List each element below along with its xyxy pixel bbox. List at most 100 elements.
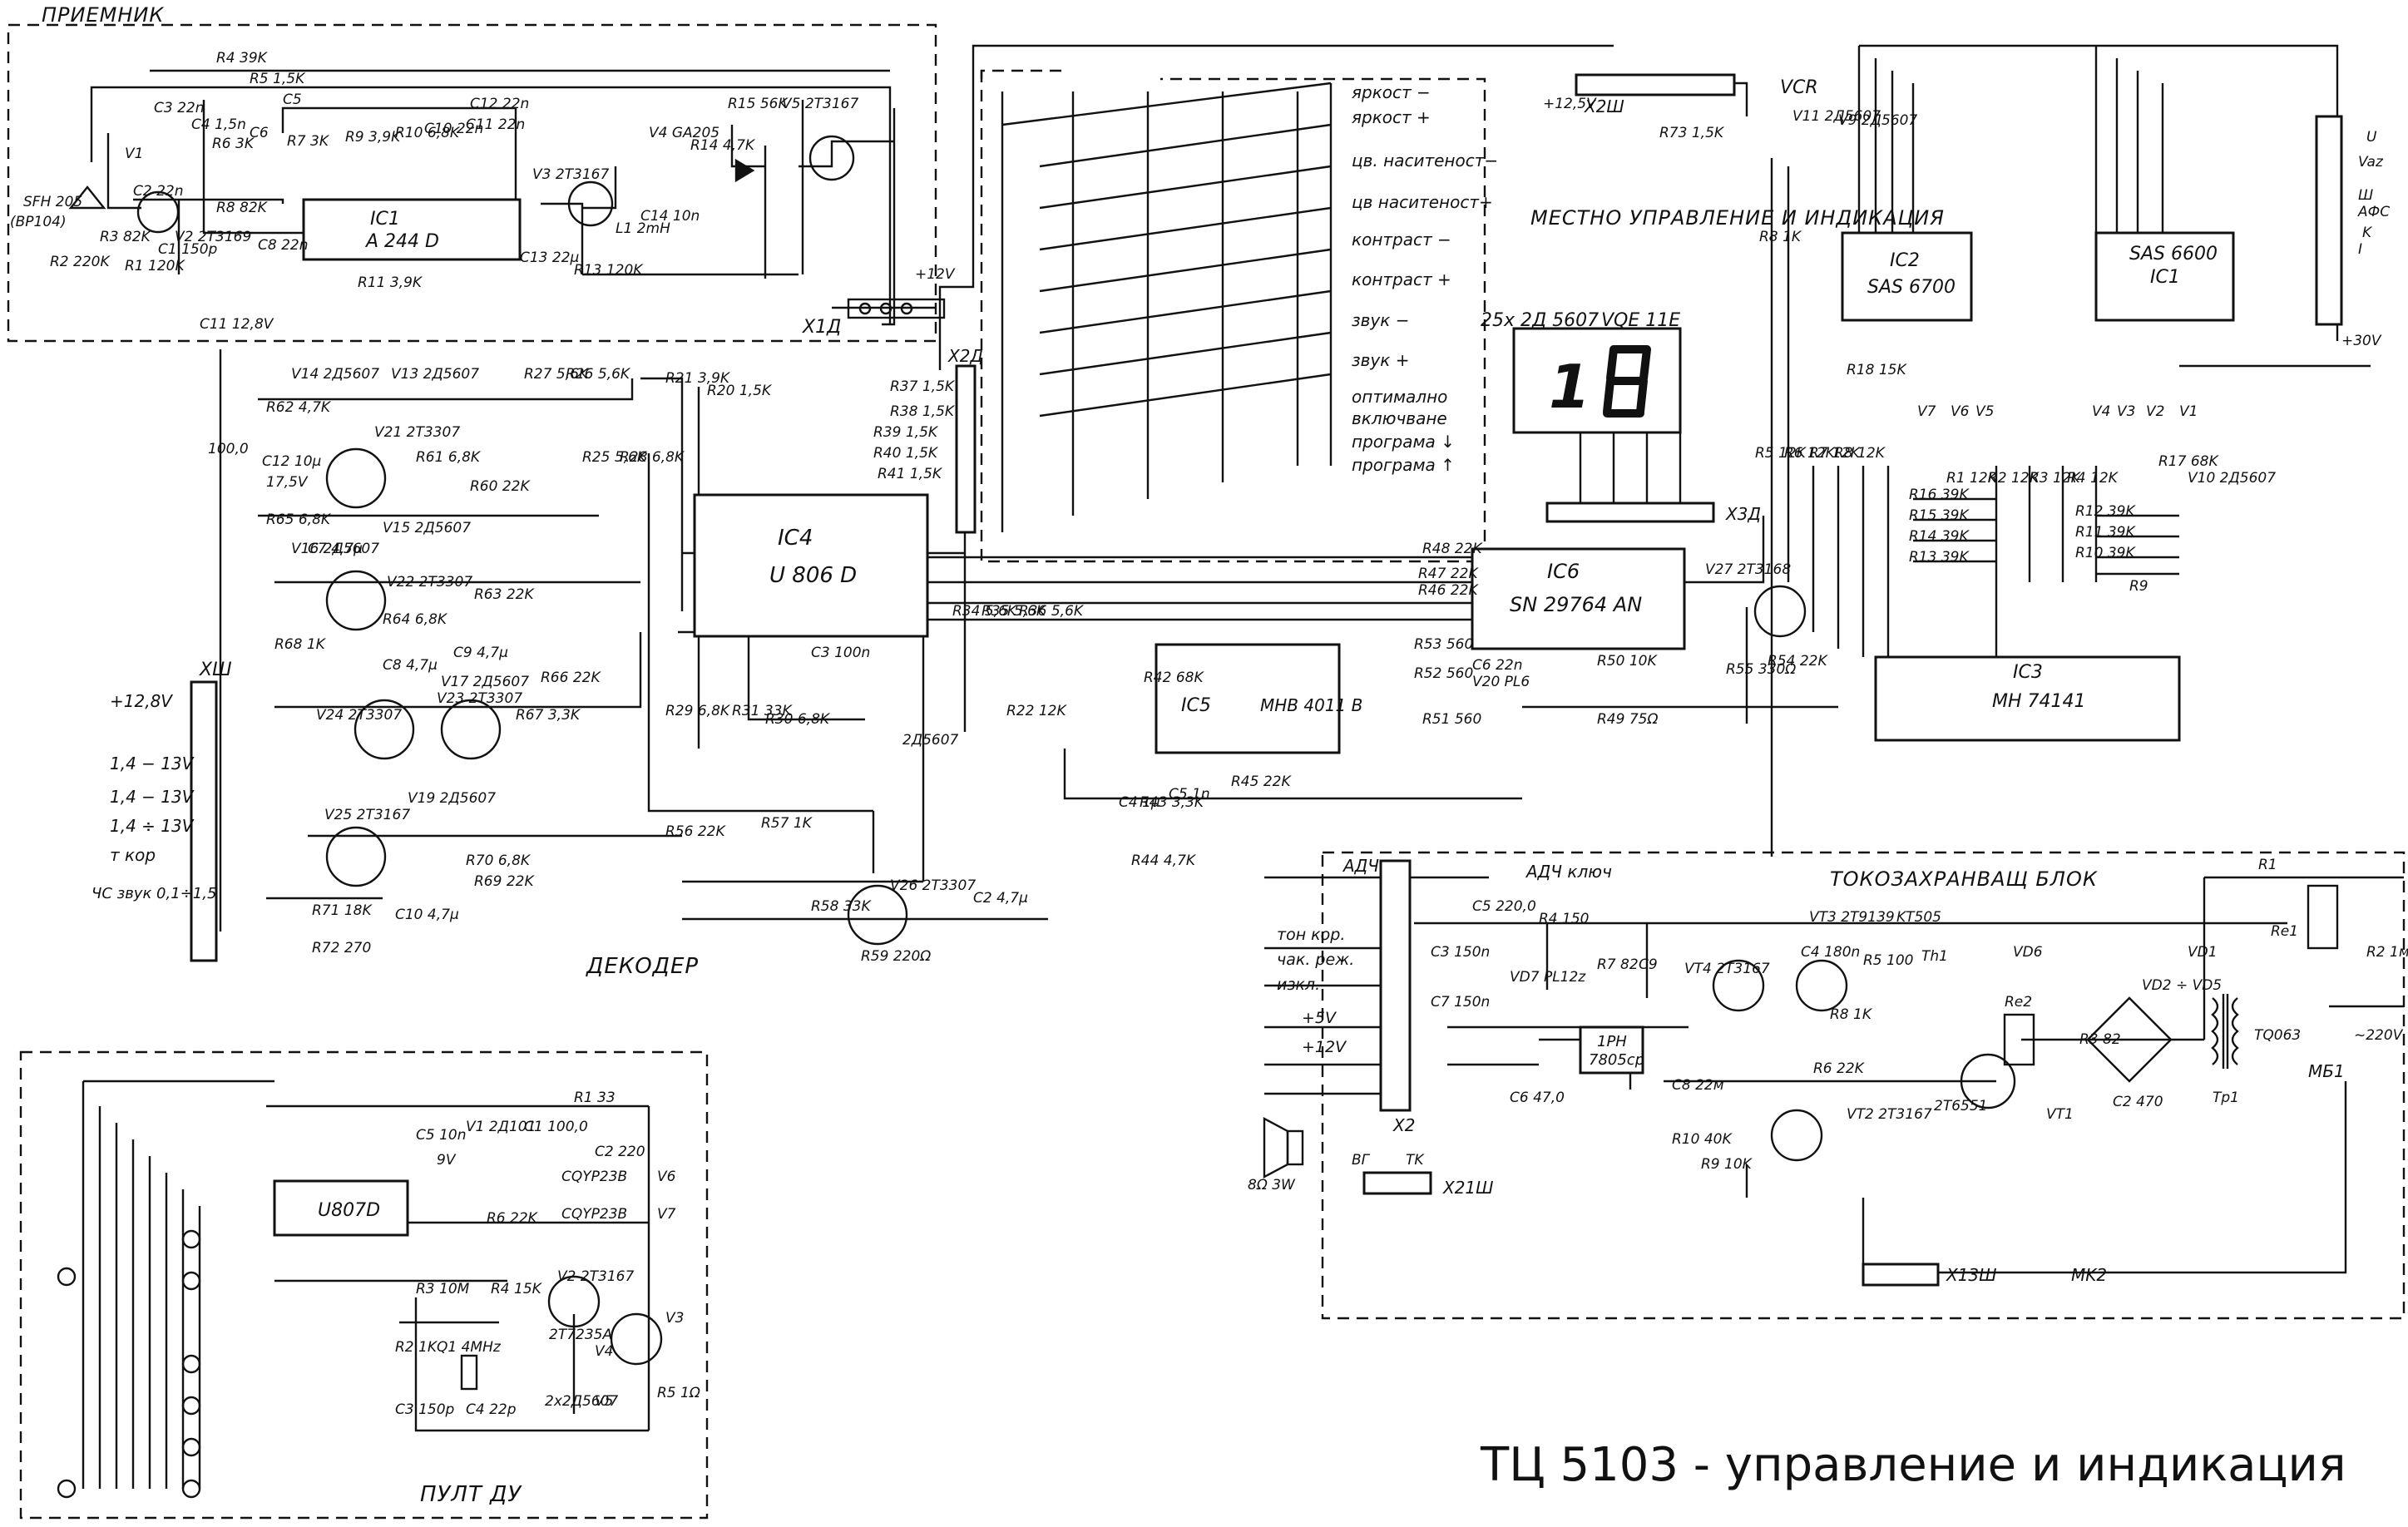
receiver-component-label: (BP104)	[10, 214, 67, 230]
remote-component-label: 2T7235A	[549, 1327, 612, 1343]
power-component-label: R3 82	[2079, 1031, 2121, 1048]
keyboard-component-label: V7	[1917, 403, 1936, 420]
decoder-component-label: V17 2Д5607	[441, 674, 529, 690]
decoder-component-label: 100,0	[208, 441, 249, 457]
decoder-component-label: C2 4,7µ	[973, 890, 1028, 907]
power-component-label: VT3 2T9139	[1809, 909, 1895, 926]
keyboard-component-label: R10 39K	[2075, 545, 2136, 561]
decoder-component-label: R21 3,9K	[665, 370, 731, 387]
decoder-component-label: R64 6,8K	[383, 611, 448, 628]
receiver-component-label: C1 150p	[158, 241, 218, 258]
decoder-component-label: R27 5,6K	[524, 366, 590, 383]
keyboard-component-label: Vaz	[2358, 154, 2384, 170]
power-component-label: 8Ω 3W	[1248, 1177, 1296, 1193]
decoder-component-label: R68 1K	[274, 636, 327, 653]
decoder-component-label: R56 22K	[665, 823, 726, 840]
logic-ic5-ref: IC5	[1181, 695, 1211, 716]
x21sh-connector	[1362, 1171, 1432, 1195]
power-block	[1321, 851, 2406, 1320]
x2d-connector	[955, 364, 977, 534]
keyboard-component-label: R8 1K	[1759, 229, 1802, 245]
speaker-icon	[1263, 1116, 1304, 1179]
remote-block-label: ПУЛТ ДУ	[420, 1482, 522, 1507]
remote-component-label: V4	[595, 1343, 613, 1360]
power-component-label: VD6	[2013, 944, 2043, 961]
x13sh-connector	[1862, 1263, 1940, 1287]
power-component-label: VT1	[2046, 1106, 2074, 1123]
keyboard-component-label: R3 12K	[2030, 470, 2082, 487]
remote-component-label: R6 22K	[487, 1210, 539, 1227]
local-component-label: R43 3,3K	[1140, 794, 1205, 811]
receiver-ic-part: A 244 D	[364, 231, 439, 252]
local-component-label: V27 2T3168	[1705, 561, 1791, 578]
keyboard-component-label: V10 2Д5607	[2188, 470, 2276, 487]
remote-component-label: V3	[665, 1310, 684, 1327]
decoder-ic3-part: MH 74141	[1992, 691, 2086, 712]
control-contrast-down: контраст −	[1352, 230, 1451, 250]
x2-pin-standby: чак. реж.	[1277, 951, 1354, 969]
keyboard-component-label: V6	[1951, 403, 1970, 420]
decoder-component-label: R31 33K	[732, 703, 793, 719]
power-component-label: R5 100	[1863, 952, 1913, 969]
decoder-component-label: R61 6,8K	[416, 449, 482, 466]
local-component-label: C4 1µ	[1119, 794, 1160, 811]
local-component-label: R49 75Ω	[1597, 711, 1658, 728]
receiver-component-label: R13 120K	[574, 262, 644, 279]
display-pin-label: VQE 11E	[1601, 310, 1680, 331]
display-digit-segments	[1603, 345, 1651, 418]
keyboard-component-label: V2	[2146, 403, 2164, 420]
power-component-label: Re2	[2005, 994, 2032, 1011]
decoder-component-label: R30 6,8K	[765, 711, 831, 728]
x2-pin-tone: тон кор.	[1277, 926, 1345, 944]
xsh-pin-1: +12,8V	[110, 691, 173, 711]
power-component-label: R10 40K	[1672, 1131, 1733, 1148]
keyboard-component-label: R5 12K	[1755, 445, 1807, 462]
diagram-title: ТЦ 5103 - управление и индикация	[1480, 1438, 2346, 1492]
receiver-component-label: V2 2T3169	[175, 229, 251, 245]
power-component-label: C2 470	[2113, 1094, 2163, 1110]
encoder-ic2-ref: IC2	[1890, 250, 1920, 271]
remote-component-label: CQYP23B	[561, 1206, 627, 1223]
local-component-label: R54 22K	[1768, 653, 1828, 670]
decoder-component-label: C3 100n	[811, 645, 870, 661]
remote-component-label: 2x2Д5607	[545, 1393, 618, 1410]
decoder-component-label: 2Д5607	[902, 732, 959, 749]
receiver-component-label: +12V	[915, 266, 956, 283]
receiver-component-label: SFH 205	[23, 194, 82, 210]
keyboard-component-label: R4 12K	[2067, 470, 2119, 487]
encoder-ic1-sas6600	[2094, 231, 2235, 322]
control-volume-up: звук +	[1352, 350, 1409, 370]
power-component-label: TK	[1406, 1152, 1425, 1169]
keyboard-component-label: R16 39K	[1909, 487, 1970, 503]
x2sh-connector	[1575, 73, 1736, 96]
receiver-transistor-icons	[68, 135, 855, 234]
remote-component-label: V7	[657, 1206, 676, 1223]
receiver-component-label: R2 220K	[50, 254, 111, 270]
decoder-ic3-ref: IC3	[2013, 662, 2043, 683]
keyboard-component-label: R2 12K	[1988, 470, 2040, 487]
receiver-component-label: V4 GA205	[649, 125, 719, 141]
receiver-component-label: R10 6,8K	[395, 125, 461, 141]
control-program-up: програма ↑	[1352, 455, 1455, 475]
x3d-connector	[1545, 502, 1715, 523]
decoder-block-label: ДЕКОДЕР	[586, 954, 699, 979]
local-component-label: R38 1,5K	[890, 403, 956, 420]
keyboard-component-label: R6 12K	[1784, 445, 1837, 462]
power-component-label: R2 1м	[2366, 944, 2408, 961]
decoder-component-label: V22 2T3307	[387, 574, 472, 591]
local-component-label: C6 22n	[1472, 657, 1523, 674]
keyboard-component-label: Ш	[2358, 187, 2373, 204]
power-component-label: TQ063	[2254, 1027, 2301, 1044]
control-program-down: програма ↓	[1352, 432, 1455, 452]
regulator-ref: 1PH	[1597, 1033, 1627, 1050]
decoder-component-label: 17,5V	[266, 474, 309, 491]
mb1-label: MБ1	[2308, 1061, 2345, 1081]
keyboard-component-label: R15 39K	[1909, 507, 1970, 524]
transistor-v27-icon	[1753, 585, 1807, 638]
receiver-component-label: V1	[125, 146, 143, 162]
xsh-pin-4: 1,4 ÷ 13V	[110, 816, 195, 836]
power-component-label: VT4 2T3167	[1684, 961, 1770, 977]
display-digit-1: 1	[1549, 352, 1590, 422]
decoder-component-label: V15 2Д5607	[383, 520, 471, 536]
